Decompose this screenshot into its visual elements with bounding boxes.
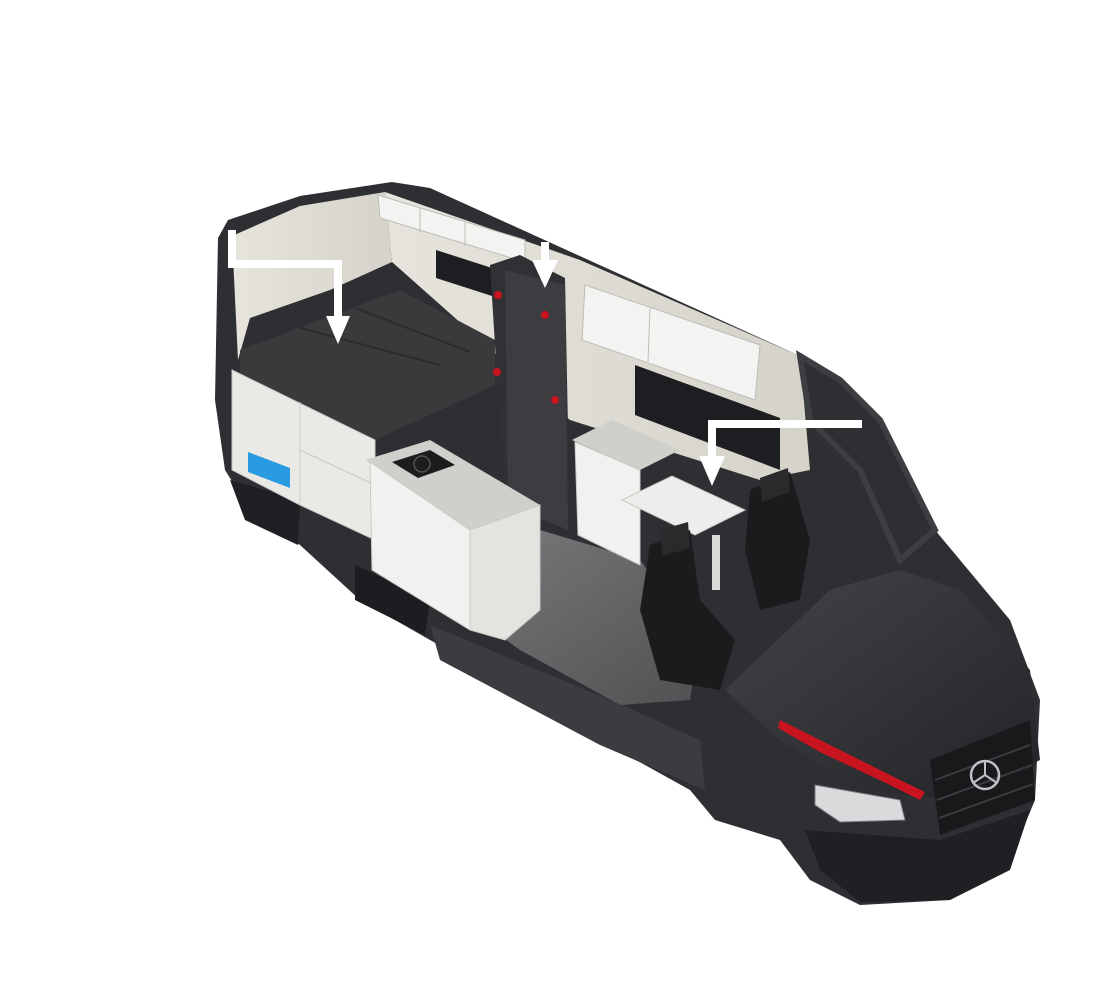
sink-cabinet xyxy=(572,420,680,566)
red-accent-stripe xyxy=(778,720,925,800)
driver-seat xyxy=(745,468,810,610)
headlight xyxy=(814,784,906,823)
side-sill xyxy=(430,625,705,790)
wardrobe xyxy=(490,255,570,530)
windshield-frame xyxy=(796,350,939,565)
galley-cabinet xyxy=(365,440,541,641)
bed-base-shelving xyxy=(231,369,376,541)
side-step-grille xyxy=(355,565,430,635)
table-callout xyxy=(699,420,862,486)
bed-callout xyxy=(228,230,350,344)
mattress-top xyxy=(240,290,495,440)
galley-window xyxy=(635,365,780,470)
red-strap xyxy=(494,291,502,299)
passenger-seat xyxy=(640,522,735,690)
front-bumper xyxy=(805,810,1030,902)
upper-cabinets-galley xyxy=(581,284,761,401)
bed xyxy=(231,290,495,541)
wardrobe-callout xyxy=(532,242,558,288)
rear-window xyxy=(436,250,492,296)
induction-cooktop xyxy=(392,450,455,478)
blue-storage-bin xyxy=(248,452,290,488)
dinette-table xyxy=(620,475,747,590)
rear-wall xyxy=(232,192,392,360)
cab-front xyxy=(725,350,1040,902)
mercedes-star-icon xyxy=(969,759,1001,791)
